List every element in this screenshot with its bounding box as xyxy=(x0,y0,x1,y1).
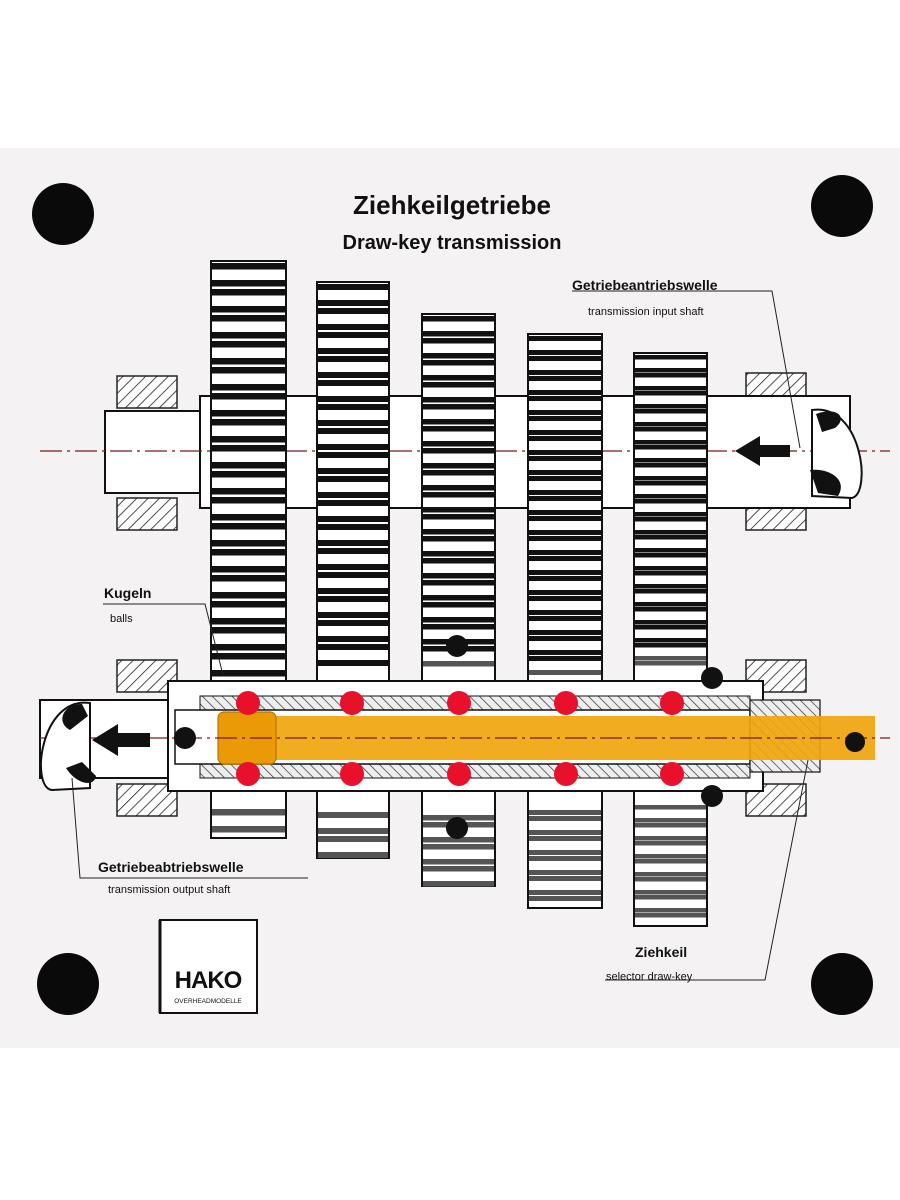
ball-5-lower xyxy=(660,762,684,786)
ball-4-lower xyxy=(554,762,578,786)
output-shaft-sublabel: transmission output shaft xyxy=(108,884,230,896)
output-direction-arrow-icon xyxy=(92,724,150,756)
balls-label: Kugeln xyxy=(104,585,151,601)
output-shaft-stub xyxy=(40,701,96,792)
mounting-hole-top-right xyxy=(811,175,873,237)
ball-1-lower xyxy=(236,762,260,786)
logo-text: HAKO xyxy=(175,967,242,994)
bearing-balls xyxy=(174,635,723,839)
gear-stack-5 xyxy=(633,352,708,927)
ball-2-lower xyxy=(340,762,364,786)
input-shaft-stub xyxy=(810,408,863,500)
ball-3-upper xyxy=(447,691,471,715)
draw-key-pin xyxy=(845,732,865,752)
mounting-hole-bottom-right xyxy=(811,953,873,1015)
output-shaft-label: Getriebeabtriebswelle xyxy=(98,859,244,875)
diagram-title: Ziehkeilgetriebe xyxy=(353,190,551,220)
diagram-board: Ziehkeilgetriebe Draw-key transmission xyxy=(0,148,900,1048)
input-shaft-label: Getriebeantriebswelle xyxy=(572,277,718,293)
bearing-housings xyxy=(116,372,807,817)
balls-group xyxy=(236,691,684,786)
ball-2-upper xyxy=(340,691,364,715)
ball-5-upper xyxy=(660,691,684,715)
input-direction-arrow-icon xyxy=(735,436,790,466)
drawkey-label: Ziehkeil xyxy=(635,944,687,960)
hako-logo: HAKO OVERHEADMODELLE xyxy=(158,919,258,1014)
input-shaft-sublabel: transmission input shaft xyxy=(588,306,704,318)
input-shaft xyxy=(40,395,890,509)
ball-4-upper xyxy=(554,691,578,715)
drawkey-sublabel: selector draw-key xyxy=(606,971,693,983)
drawkey-transmission-diagram: Ziehkeilgetriebe Draw-key transmission xyxy=(32,175,890,1015)
gear-stack-4 xyxy=(527,333,603,909)
ball-3-lower xyxy=(447,762,471,786)
gear-train xyxy=(210,260,708,927)
leader-lines xyxy=(71,290,809,981)
logo-subtext: OVERHEADMODELLE xyxy=(174,998,242,1005)
selector-draw-key xyxy=(40,711,890,765)
mounting-hole-top-left xyxy=(32,183,94,245)
balls-sublabel: balls xyxy=(110,613,133,625)
diagram-subtitle: Draw-key transmission xyxy=(343,232,562,254)
ball-1-upper xyxy=(236,691,260,715)
mounting-hole-bottom-left xyxy=(37,953,99,1015)
gear-stack-3 xyxy=(421,313,496,887)
